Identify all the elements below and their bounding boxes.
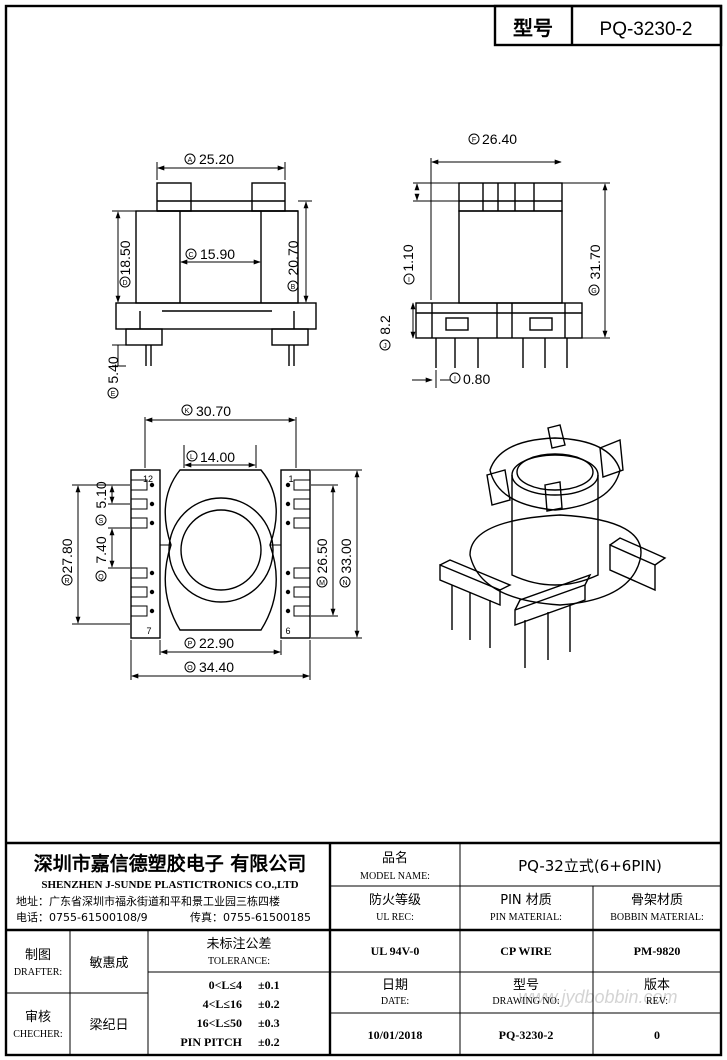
pin-label-1: 1 bbox=[288, 474, 293, 484]
callout-j: J bbox=[383, 343, 387, 350]
dim-side-base-height: 8.2 bbox=[377, 315, 393, 335]
tol-value: ±0.2 bbox=[258, 1035, 280, 1049]
tol-value: ±0.1 bbox=[258, 978, 280, 992]
callout-r: R bbox=[64, 578, 69, 585]
pin-slots-right bbox=[293, 479, 311, 617]
drafter-en: DRAFTER: bbox=[14, 967, 62, 978]
dim-bottom-right-outer: 33.00 bbox=[338, 538, 354, 573]
callout-c: C bbox=[188, 252, 193, 259]
date-value: 10/01/2018 bbox=[368, 1028, 423, 1042]
callout-o: O bbox=[187, 665, 193, 672]
dim-bottom-top-width: 30.70 bbox=[196, 403, 231, 419]
company-name-en: SHENZHEN J-SUNDE PLASTICTRONICS CO.,LTD bbox=[41, 879, 298, 891]
dim-front-top-width: 25.20 bbox=[199, 151, 234, 167]
bottom-view: 12 1 7 6 K 30.70 L 14.00 5.10 S 7.40 bbox=[59, 403, 362, 680]
dim-side-pin-width: 0.80 bbox=[463, 371, 490, 387]
bobbin-material-value: PM-9820 bbox=[634, 944, 681, 958]
company-fax: 传真：0755-61500185 bbox=[190, 910, 311, 924]
title-block: 深圳市嘉信德塑胶电子 有限公司 SHENZHEN J-SUNDE PLASTIC… bbox=[6, 841, 721, 1055]
model-name-value: PQ-32立式(6+6PIN) bbox=[518, 857, 662, 875]
callout-l: L bbox=[190, 454, 194, 461]
tolerance-cn: 未标注公差 bbox=[206, 937, 271, 952]
callout-p: P bbox=[188, 641, 193, 648]
watermark: www.jydbobbin.com bbox=[518, 987, 677, 1007]
pin-dots bbox=[149, 482, 291, 614]
header-model-value: PQ-3230-2 bbox=[600, 19, 693, 40]
rev-cn: 版本 bbox=[644, 978, 670, 993]
company-phone: 电话：0755-61500108/9 bbox=[16, 911, 148, 924]
bobbin-material-cn: 骨架材质 bbox=[631, 893, 683, 908]
callout-k: K bbox=[185, 408, 190, 415]
dim-side-total-height: 31.70 bbox=[587, 244, 603, 279]
tol-range: 4<L≤16 bbox=[203, 997, 242, 1011]
drafter-name: 敏惠成 bbox=[89, 956, 128, 971]
checker-name: 梁纪日 bbox=[89, 1018, 128, 1033]
callout-g: G bbox=[591, 288, 596, 295]
pin-label-12: 12 bbox=[143, 474, 153, 484]
dim-bottom-left-height: 27.80 bbox=[59, 538, 75, 573]
pin-label-7: 7 bbox=[146, 626, 151, 636]
drawing-no-cn: 型号 bbox=[513, 978, 539, 993]
ul-rec-en: UL REC: bbox=[376, 912, 414, 923]
pin-material-value: CP WIRE bbox=[500, 944, 551, 958]
header-model-label: 型号 bbox=[513, 16, 553, 40]
callout-q: Q bbox=[98, 574, 104, 581]
callout-e: E bbox=[111, 391, 116, 398]
side-view: F 26.40 1.10 I 31.70 G 8.2 J I 0. bbox=[377, 131, 610, 388]
checker-en: CHECHER: bbox=[13, 1029, 62, 1040]
dim-bottom-pin-span: 7.40 bbox=[93, 536, 109, 563]
dim-front-inner-width: 15.90 bbox=[200, 246, 235, 262]
dim-bottom-pin-pitch: 5.10 bbox=[93, 481, 109, 508]
dim-front-pin-length: 5.40 bbox=[105, 356, 121, 383]
tol-range: PIN PITCH bbox=[180, 1035, 242, 1049]
callout-i-side: I bbox=[408, 277, 410, 284]
rev-value: 0 bbox=[654, 1028, 660, 1042]
tolerance-en: TOLERANCE: bbox=[208, 956, 270, 967]
pin-material-en: PIN MATERIAL: bbox=[490, 912, 562, 923]
dim-side-small-gap: 1.10 bbox=[400, 244, 416, 271]
model-name-en: MODEL NAME: bbox=[360, 871, 430, 882]
callout-s: S bbox=[99, 518, 104, 525]
tolerance-table: 0<L≤4 ±0.1 4<L≤16 ±0.2 16<L≤50 ±0.3 PIN … bbox=[180, 978, 279, 1049]
callout-d: D bbox=[122, 280, 127, 287]
dim-front-right-height: 20.70 bbox=[285, 240, 301, 275]
date-en: DATE: bbox=[381, 996, 409, 1007]
date-cn: 日期 bbox=[382, 978, 408, 993]
dim-front-left-height: 18.50 bbox=[117, 240, 133, 275]
company-name-cn: 深圳市嘉信德塑胶电子 有限公司 bbox=[34, 852, 307, 875]
drawing-no-en: DRAWING NO: bbox=[492, 996, 559, 1007]
tol-range: 16<L≤50 bbox=[197, 1016, 242, 1030]
ul-value: UL 94V-0 bbox=[371, 944, 420, 958]
header-model-box: 型号 PQ-3230-2 bbox=[493, 4, 723, 47]
company-address: 地址：广东省深圳市福永街道和平和景工业园三栋四楼 bbox=[16, 894, 280, 908]
drawing-no-value: PQ-3230-2 bbox=[499, 1028, 554, 1042]
drafter-cn: 制图 bbox=[25, 948, 51, 963]
tol-value: ±0.2 bbox=[258, 997, 280, 1011]
sheet-border bbox=[4, 4, 723, 1057]
front-view: A 25.20 C 15.90 18.50 D 20.70 B 5.40 E bbox=[105, 151, 317, 399]
dim-bottom-inner-top: 14.00 bbox=[200, 449, 235, 465]
pin-label-6: 6 bbox=[285, 626, 290, 636]
rev-en: REV: bbox=[646, 996, 668, 1007]
dim-bottom-right-inner: 26.50 bbox=[314, 538, 330, 573]
isometric-view bbox=[439, 424, 667, 668]
model-name-cn: 品名 bbox=[382, 850, 408, 866]
bobbin-material-en: BOBBIN MATERIAL: bbox=[610, 912, 704, 923]
callout-i: I bbox=[454, 376, 456, 383]
dim-bottom-total-width: 34.40 bbox=[199, 659, 234, 675]
callout-f: F bbox=[472, 137, 476, 144]
pin-slots-left bbox=[130, 479, 148, 617]
checker-cn: 审核 bbox=[25, 1010, 51, 1025]
ul-rec-cn: 防火等级 bbox=[369, 892, 421, 908]
dim-side-top-width: 26.40 bbox=[482, 131, 517, 147]
callout-b: B bbox=[291, 284, 296, 291]
tol-range: 0<L≤4 bbox=[209, 978, 242, 992]
callout-m: M bbox=[319, 580, 325, 587]
dim-bottom-inner-width: 22.90 bbox=[199, 635, 234, 651]
tol-value: ±0.3 bbox=[258, 1016, 280, 1030]
callout-a: A bbox=[188, 157, 193, 164]
pin-material-cn: PIN 材质 bbox=[500, 893, 552, 908]
callout-n: N bbox=[342, 580, 347, 587]
